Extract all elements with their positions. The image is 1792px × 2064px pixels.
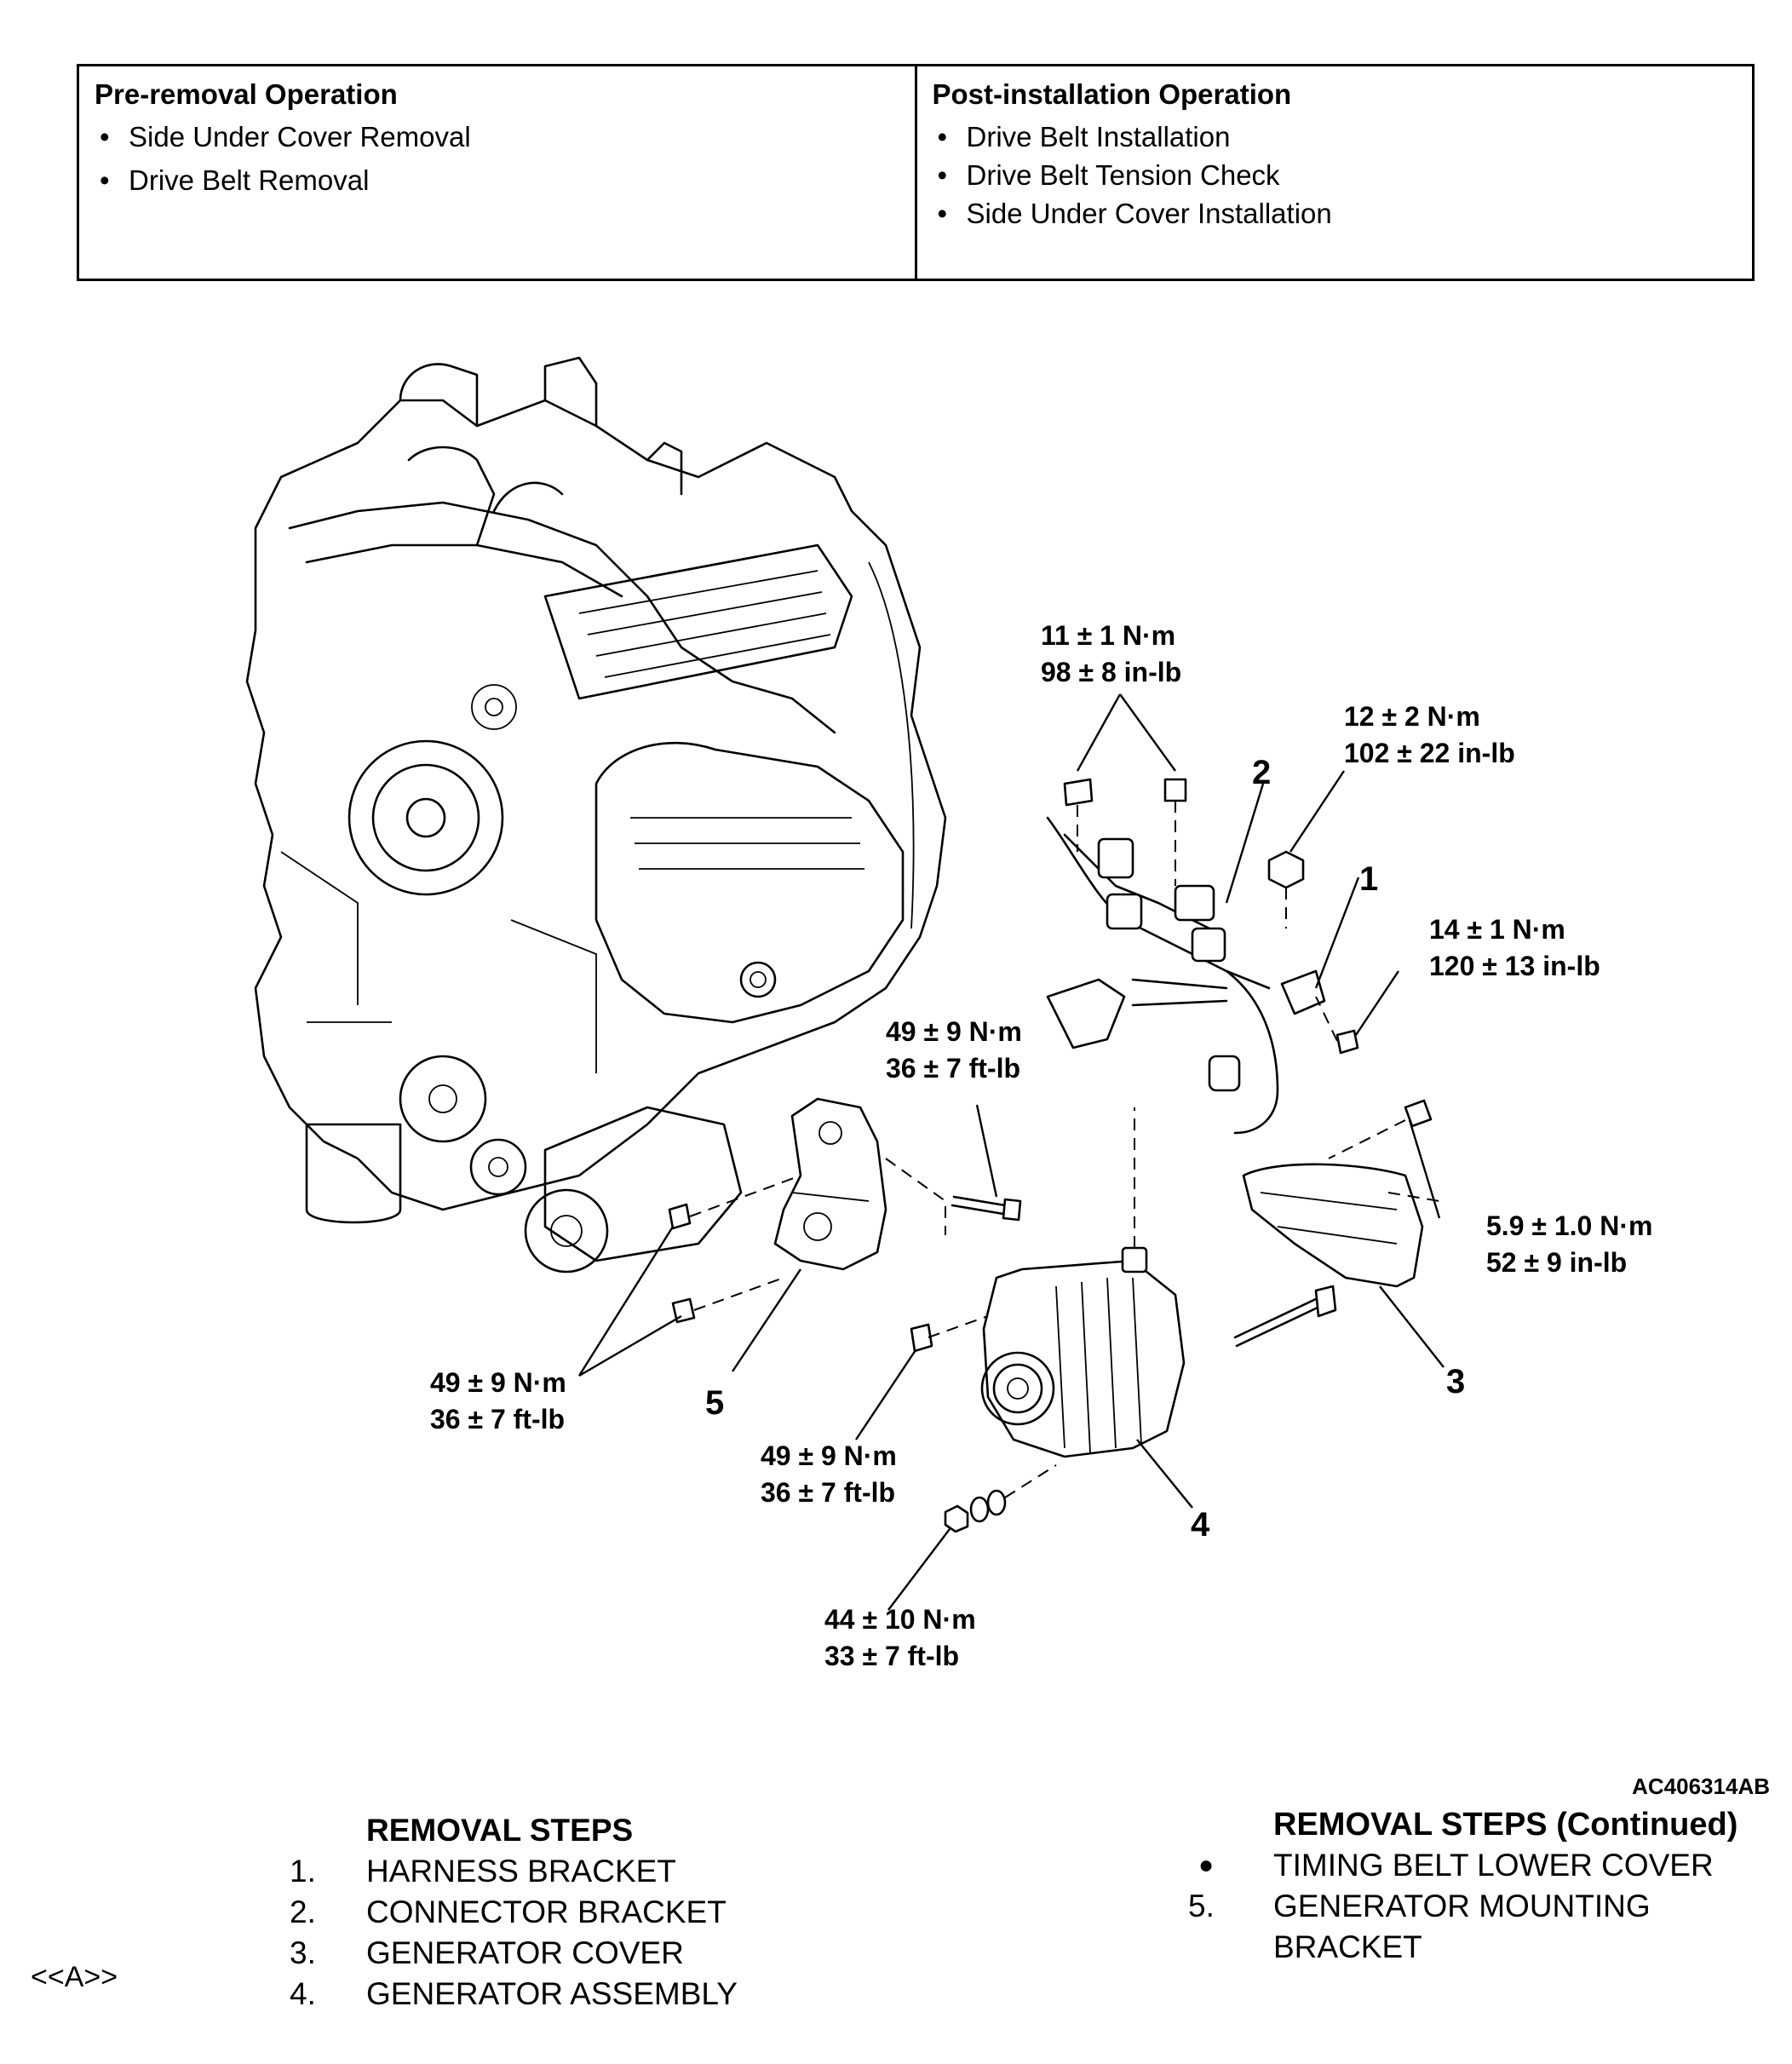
- pre-removal-item: Side Under Cover Removal: [95, 118, 899, 156]
- torque-value-metric: 14 ± 1 N·m: [1429, 914, 1565, 945]
- callout-2: 2: [1252, 754, 1272, 791]
- removal-steps-continued: REMOVAL STEPS (Continued) ● TIMING BELT …: [1188, 1804, 1737, 1968]
- removal-steps-continued-title: REMOVAL STEPS (Continued): [1273, 1807, 1738, 1843]
- bullet-icon: ●: [1198, 1851, 1215, 1879]
- torque-value-imperial: 52 ± 9 in-lb: [1486, 1247, 1628, 1278]
- mount-bolts-drawing: [668, 1158, 1022, 1324]
- step-label: GENERATOR MOUNTING: [1273, 1889, 1651, 1923]
- generator-exploded-diagram: 1 2 3 4 5 11 ± 1 N·m 98 ± 8 in-lb 12 ± 2…: [0, 324, 1792, 1721]
- callout-1: 1: [1359, 860, 1379, 898]
- torque-value-metric: 49 ± 9 N·m: [430, 1367, 566, 1398]
- removal-steps: REMOVAL STEPS 1. HARNESS BRACKET 2. CONN…: [290, 1810, 738, 2015]
- pre-removal-heading: Pre-removal Operation: [95, 78, 398, 110]
- torque-nut: 12 ± 2 N·m 102 ± 22 in-lb: [1344, 699, 1515, 772]
- generator-mounting-bracket-drawing: [773, 1097, 887, 1271]
- post-installation-heading: Post-installation Operation: [932, 78, 1292, 110]
- callout-4: 4: [1191, 1506, 1210, 1544]
- post-installation-item: Side Under Cover Installation: [933, 194, 1737, 233]
- torque-value-metric: 12 ± 2 N·m: [1344, 701, 1480, 732]
- torque-mount-bolts-left: 49 ± 9 N·m 36 ± 7 ft-lb: [430, 1365, 566, 1438]
- step-label: CONNECTOR BRACKET: [366, 1894, 727, 1929]
- step-row: 2. CONNECTOR BRACKET: [290, 1892, 738, 1933]
- step-row: ● TIMING BELT LOWER COVER: [1188, 1845, 1737, 1886]
- step-number: 3.: [290, 1935, 316, 1970]
- torque-mount-bolt-upper: 49 ± 9 N·m 36 ± 7 ft-lb: [886, 1014, 1022, 1087]
- torque-value-imperial: 98 ± 8 in-lb: [1041, 657, 1182, 687]
- torque-value-imperial: 33 ± 7 ft-lb: [824, 1641, 960, 1671]
- step-row: 1. HARNESS BRACKET: [290, 1851, 738, 1892]
- torque-value-metric: 49 ± 9 N·m: [886, 1016, 1022, 1047]
- torque-value-imperial: 36 ± 7 ft-lb: [430, 1404, 566, 1434]
- post-installation-column: Post-installation Operation Drive Belt I…: [914, 66, 1753, 279]
- step-label: GENERATOR COVER: [366, 1935, 684, 1970]
- step-row: 4. GENERATOR ASSEMBLY: [290, 1974, 738, 2015]
- torque-value-metric: 44 ± 10 N·m: [824, 1604, 976, 1635]
- torque-cover-bolt: 5.9 ± 1.0 N·m 52 ± 9 in-lb: [1486, 1208, 1652, 1281]
- pre-removal-item: Drive Belt Removal: [95, 161, 899, 199]
- diagram-drawing: [245, 356, 1445, 1611]
- post-installation-item: Drive Belt Tension Check: [933, 156, 1737, 194]
- torque-generator-bolt: 49 ± 9 N·m 36 ± 7 ft-lb: [761, 1438, 897, 1511]
- torque-value-metric: 49 ± 9 N·m: [761, 1440, 897, 1471]
- generator-drawing: [910, 1107, 1186, 1533]
- step-number: 5.: [1188, 1889, 1215, 1923]
- torque-harness-bolts: 11 ± 1 N·m 98 ± 8 in-lb: [1041, 618, 1181, 691]
- step-row: 5. GENERATOR MOUNTING: [1188, 1886, 1737, 1927]
- torque-value-metric: 5.9 ± 1.0 N·m: [1486, 1210, 1653, 1241]
- pre-removal-list: Side Under Cover Removal Drive Belt Remo…: [95, 118, 899, 199]
- torque-harness-bracket-bolt: 14 ± 1 N·m 120 ± 13 in-lb: [1429, 911, 1600, 985]
- step-label: TIMING BELT LOWER COVER: [1273, 1848, 1714, 1883]
- step-number: 1.: [290, 1854, 316, 1889]
- step-label: HARNESS BRACKET: [366, 1854, 676, 1889]
- torque-generator-nut: 44 ± 10 N·m 33 ± 7 ft-lb: [824, 1601, 976, 1675]
- callout-3: 3: [1446, 1363, 1466, 1400]
- operations-table: Pre-removal Operation Side Under Cover R…: [77, 64, 1755, 281]
- step-number: 2.: [290, 1894, 316, 1929]
- removal-steps-title: REMOVAL STEPS: [366, 1813, 634, 1848]
- post-installation-item: Drive Belt Installation: [933, 118, 1737, 156]
- step-label-continuation: BRACKET: [1273, 1929, 1422, 1964]
- leader-lines: [577, 693, 1445, 1611]
- step-label: GENERATOR ASSEMBLY: [366, 1976, 738, 2011]
- step-marker: <<A>>: [31, 1961, 118, 1993]
- torque-value-metric: 11 ± 1 N·m: [1041, 620, 1176, 651]
- harness-drawing: [1046, 778, 1359, 1135]
- callout-5: 5: [705, 1384, 725, 1422]
- torque-value-imperial: 102 ± 22 in-lb: [1344, 738, 1515, 768]
- pre-removal-column: Pre-removal Operation Side Under Cover R…: [79, 66, 915, 279]
- post-installation-list: Drive Belt Installation Drive Belt Tensi…: [933, 118, 1737, 233]
- step-number: 4.: [290, 1976, 316, 2011]
- figure-code: AC406314AB: [1632, 1774, 1770, 1799]
- torque-value-imperial: 36 ± 7 ft-lb: [886, 1053, 1021, 1084]
- torque-value-imperial: 120 ± 13 in-lb: [1429, 951, 1600, 981]
- torque-value-imperial: 36 ± 7 ft-lb: [761, 1477, 896, 1508]
- generator-cover-drawing: [1233, 1099, 1440, 1348]
- engine-illustration: [245, 356, 947, 1273]
- step-row: 3. GENERATOR COVER: [290, 1933, 738, 1974]
